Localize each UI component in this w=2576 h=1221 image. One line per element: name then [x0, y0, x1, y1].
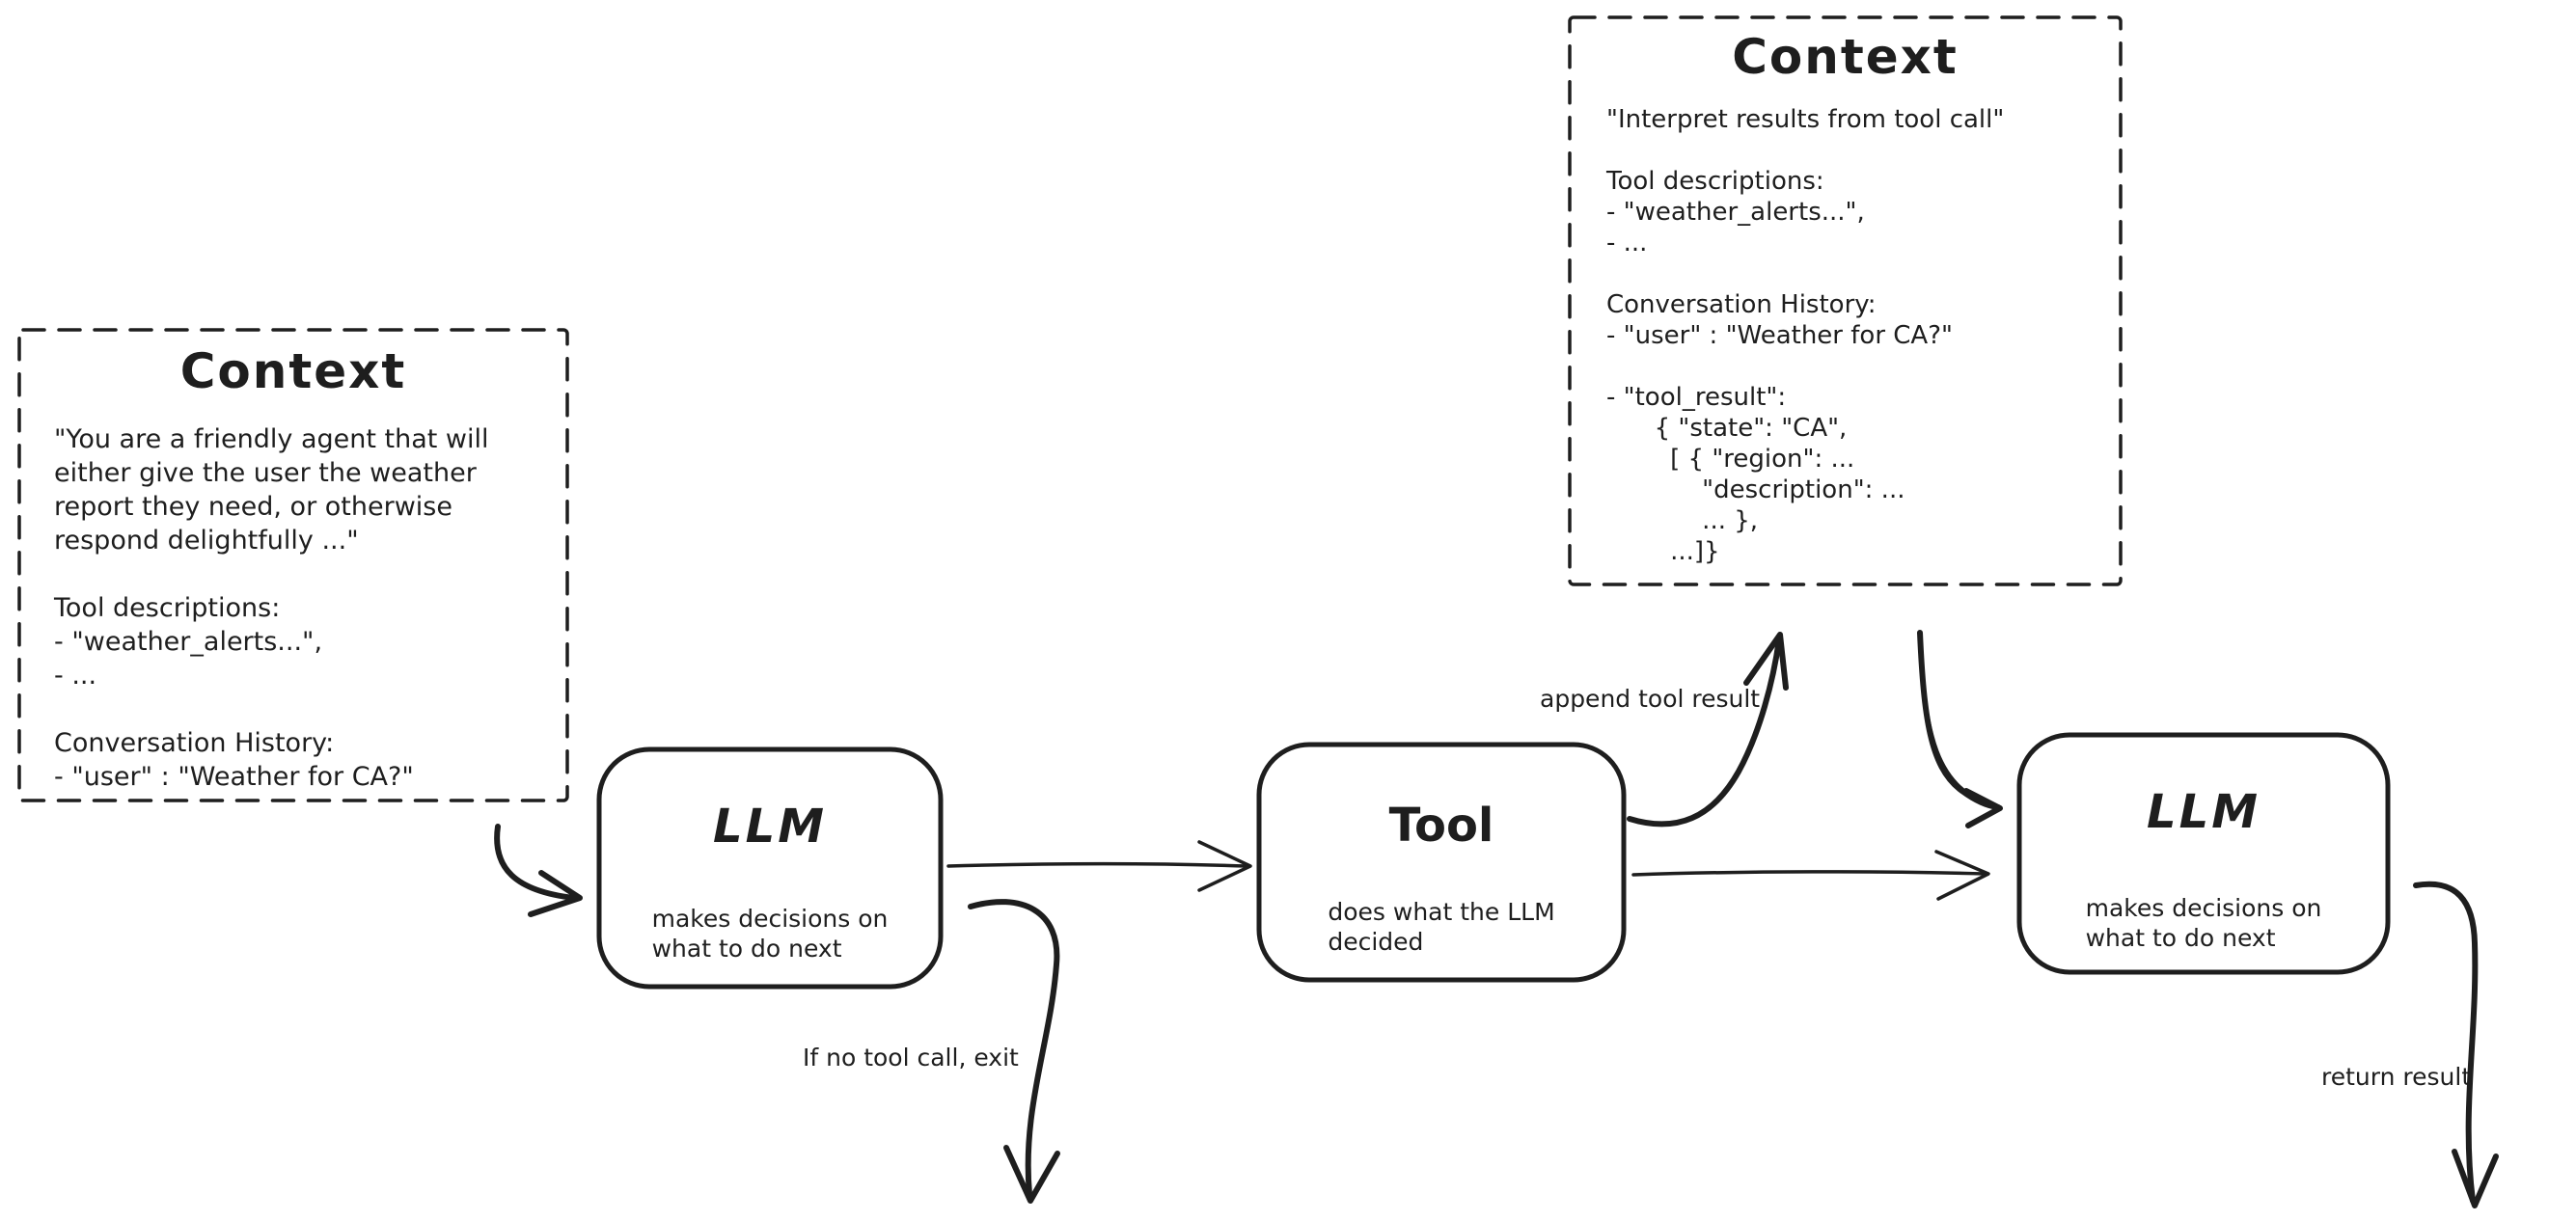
llm-1-title: LLM: [713, 800, 827, 854]
arrow-llm1-to-tool: [948, 842, 1250, 890]
context-box-with-tool-result: Context "Interpret results from tool cal…: [1570, 17, 2121, 584]
edge-label-append-tool-result: append tool result: [1540, 685, 1761, 713]
tool-node: Tool does what the LLM decided: [1259, 745, 1624, 980]
arrow-context-to-llm1: [497, 827, 580, 914]
arrow-tool-to-llm2: [1633, 852, 1988, 899]
llm-node-1: LLM makes decisions on what to do next: [599, 749, 941, 987]
tool-subtitle: does what the LLM decided: [1328, 898, 1555, 956]
context-left-body: "You are a friendly agent that will eith…: [54, 424, 489, 792]
llm-2-subtitle: makes decisions on what to do next: [2085, 894, 2322, 952]
context-top-right-body: "Interpret results from tool call" Tool …: [1606, 105, 2005, 566]
llm-2-outline: [2019, 735, 2388, 972]
edge-label-if-no-tool-call-exit: If no tool call, exit: [803, 1044, 1019, 1072]
context-top-right-title: Context: [1732, 29, 1959, 85]
llm-1-subtitle: makes decisions on what to do next: [651, 905, 889, 963]
context-left-outline: [19, 330, 567, 800]
context-top-right-outline: [1570, 17, 2121, 584]
context-left-title: Context: [179, 343, 407, 399]
arrow-llm2-return: [2416, 884, 2496, 1206]
context-box-initial: Context "You are a friendly agent that w…: [19, 330, 567, 800]
tool-outline: [1259, 745, 1624, 980]
arrow-tool-to-context: [1630, 635, 1786, 824]
llm-1-outline: [599, 749, 941, 987]
llm-2-title: LLM: [2147, 785, 2261, 839]
tool-title: Tool: [1388, 799, 1494, 853]
arrow-context-to-llm2: [1920, 633, 2000, 826]
arrow-llm1-exit: [971, 902, 1057, 1201]
edge-label-return-result: return result: [2321, 1063, 2472, 1091]
llm-node-2: LLM makes decisions on what to do next: [2019, 735, 2388, 972]
